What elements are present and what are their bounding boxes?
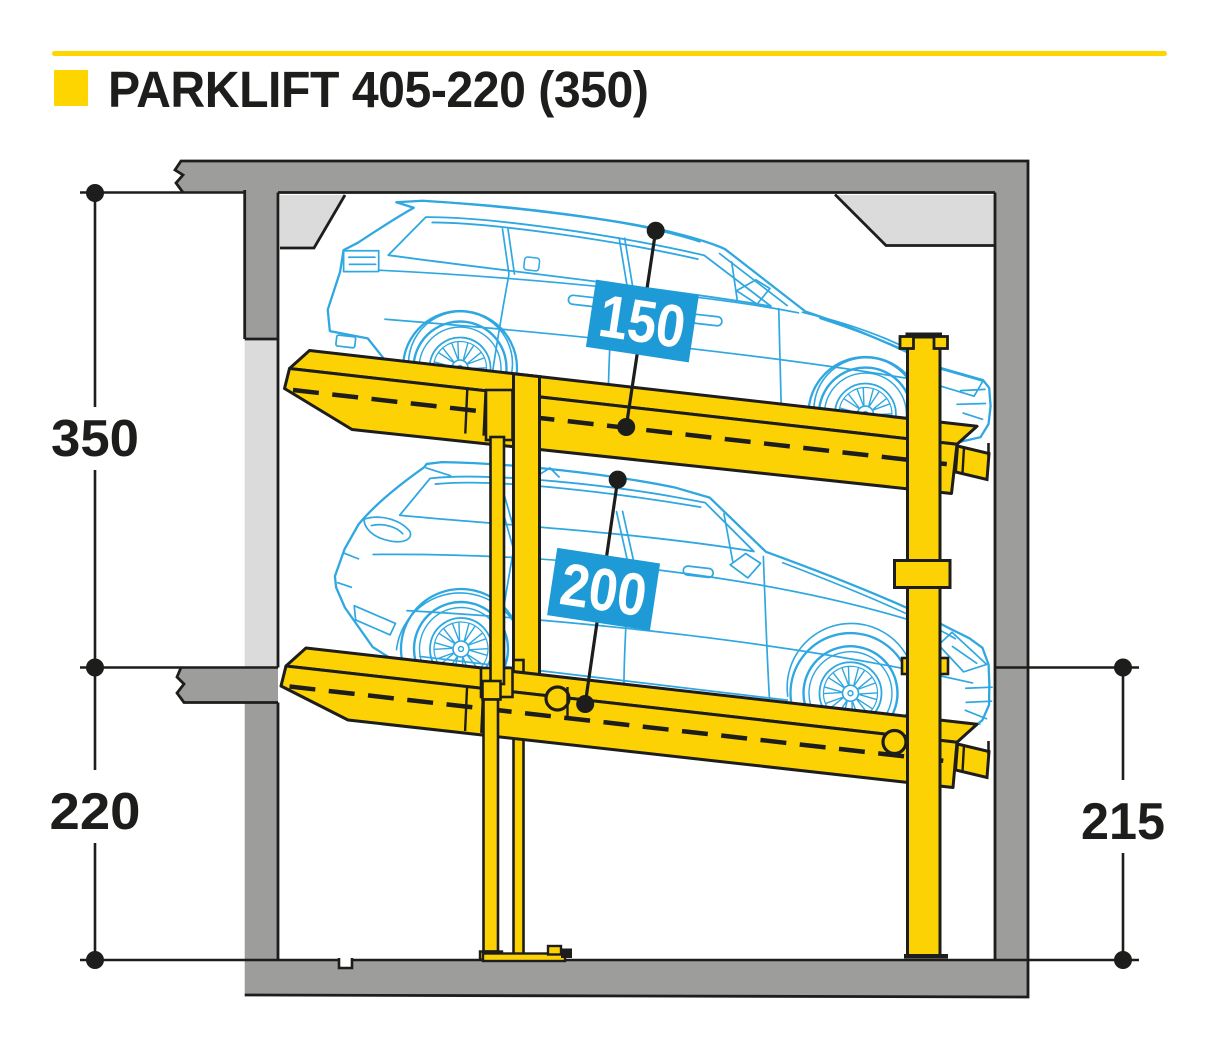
- left-wall-lower: [244, 339, 278, 668]
- label-150-text: 150: [595, 282, 690, 361]
- upper-car-exhaust: [335, 334, 357, 349]
- room-structure: [173, 159, 1030, 999]
- dim-value-350: 350: [51, 410, 139, 468]
- page-title: PARKLIFT 405-220 (350): [108, 61, 649, 118]
- upper-car-roof-rail: [427, 200, 701, 243]
- title-block: PARKLIFT 405-220 (350): [0, 0, 1220, 130]
- platform-rollers: [544, 685, 908, 756]
- title-bullet-icon: [54, 70, 88, 106]
- upper-platform-bracket: [484, 388, 514, 442]
- lower-car-antenna-fin: [538, 467, 560, 478]
- ceiling-panel-left: [280, 195, 345, 248]
- dim-value-215: 215: [1081, 793, 1165, 851]
- piston-rod: [489, 435, 506, 686]
- room-outline: [173, 159, 1030, 999]
- main-column-cap: [905, 332, 942, 339]
- lower-car-crease-line: [406, 609, 974, 684]
- main-column-ear-left: [898, 335, 915, 350]
- main-column-base: [904, 954, 948, 959]
- ceiling-slab: [175, 161, 1028, 193]
- street-slab: [177, 667, 278, 703]
- lower-car-handle-front: [682, 565, 715, 579]
- dimension-annotations: 350 220 215: [50, 184, 1165, 969]
- label-150: 150: [585, 279, 699, 363]
- left-wall-upper: [244, 190, 278, 339]
- upper-car-glasshouse: [387, 216, 772, 308]
- upper-car-mirror: [735, 278, 771, 305]
- floor-notch: [337, 957, 354, 970]
- hydraulic-cylinder-assembly: [478, 435, 572, 963]
- upper-car-grille-lines: [956, 388, 987, 421]
- base-block: [546, 944, 563, 956]
- lower-car-mirror: [729, 552, 762, 579]
- main-column: [893, 332, 952, 959]
- lower-platform-end-flap: [953, 741, 991, 780]
- pit-floor: [244, 959, 1028, 997]
- lower-platform-face: [279, 664, 959, 789]
- right-wall: [995, 161, 1028, 997]
- left-wall-pit: [244, 702, 278, 960]
- base-stop: [561, 948, 572, 958]
- lower-car-exhaust: [336, 467, 452, 636]
- lower-car-taillight: [363, 516, 412, 543]
- cylinder-body: [482, 698, 500, 953]
- main-column-collar: [893, 559, 952, 589]
- leader-dots: [576, 221, 665, 713]
- upper-car-fuel-door: [523, 256, 541, 272]
- upper-car-pillars: [501, 228, 739, 302]
- main-column-ear-right: [932, 335, 949, 350]
- lower-car-headlight: [937, 631, 988, 673]
- upper-car-taillight: [342, 249, 380, 273]
- upper-platform-end-flap: [953, 443, 991, 482]
- cylinder-collar: [481, 679, 502, 701]
- main-column-body: [906, 333, 942, 958]
- lift-column-outer: [512, 372, 541, 681]
- dimension-dots: [86, 184, 1132, 969]
- label-200-text: 200: [556, 550, 651, 629]
- dim-value-220: 220: [50, 783, 141, 841]
- label-200: 200: [547, 547, 661, 631]
- lower-car-grille-lines: [951, 645, 993, 727]
- title-rule: [52, 51, 1167, 56]
